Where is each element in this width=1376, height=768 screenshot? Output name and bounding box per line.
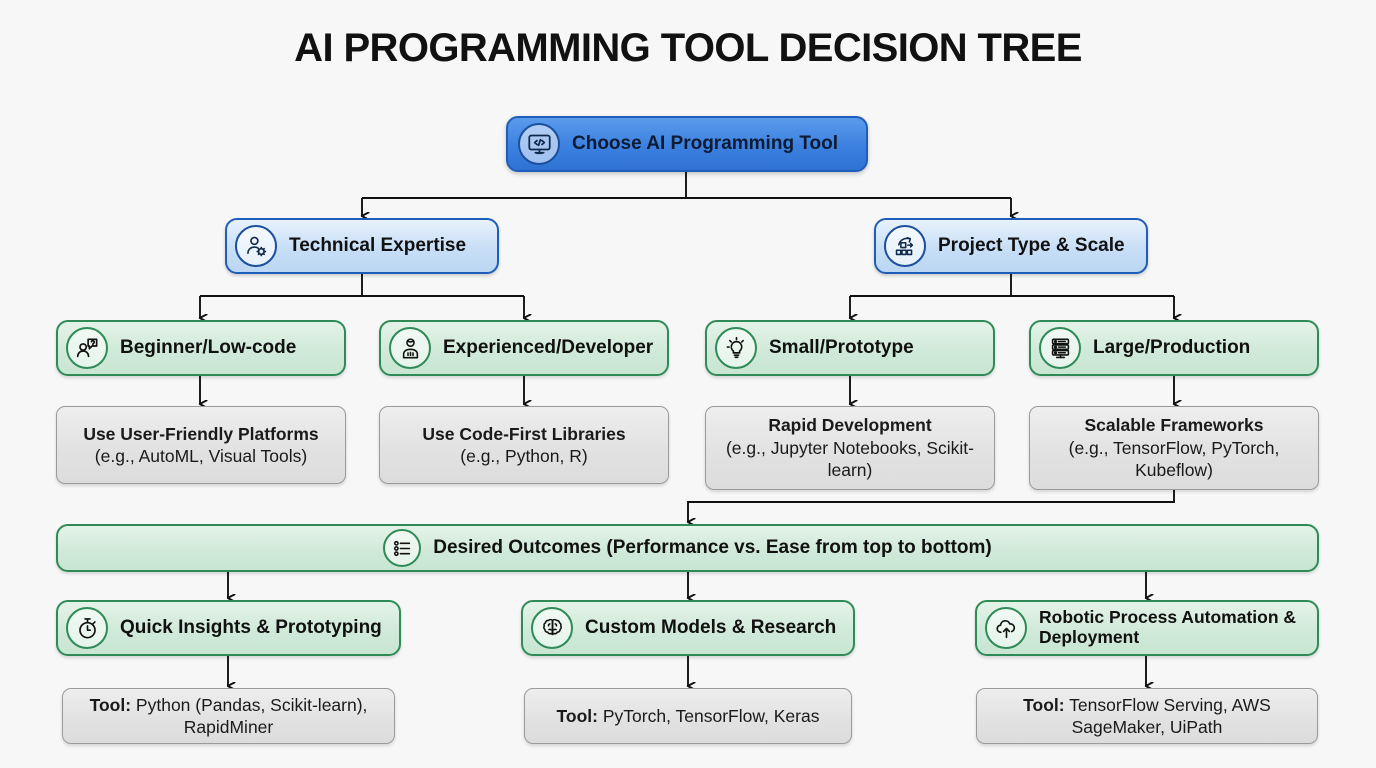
node-beginner-lowcode[interactable]: Beginner/Low-code bbox=[56, 320, 346, 376]
node-label: Project Type & Scale bbox=[938, 234, 1125, 256]
recommendation-text: Rapid Development (e.g., Jupyter Noteboo… bbox=[706, 414, 994, 481]
node-experienced-developer[interactable]: Experienced/Developer bbox=[379, 320, 669, 376]
tool-box-custom-models: Tool: PyTorch, TensorFlow, Keras bbox=[524, 688, 852, 744]
node-label: Large/Production bbox=[1093, 336, 1251, 358]
tool-value: TensorFlow Serving, AWS SageMaker, UiPat… bbox=[1069, 694, 1271, 737]
recommendation-headline: Use Code-First Libraries bbox=[422, 423, 626, 444]
recommendation-scalable-frameworks: Scalable Frameworks (e.g., TensorFlow, P… bbox=[1029, 406, 1319, 490]
recommendation-user-friendly-platforms: Use User-Friendly Platforms (e.g., AutoM… bbox=[56, 406, 346, 484]
node-quick-insights-prototyping[interactable]: Quick Insights & Prototyping bbox=[56, 600, 401, 656]
tool-text: Tool: TensorFlow Serving, AWS SageMaker,… bbox=[977, 694, 1317, 739]
page-title: AI PROGRAMMING TOOL DECISION TREE bbox=[294, 26, 1082, 70]
node-label: Small/Prototype bbox=[769, 336, 914, 358]
brain-icon bbox=[531, 607, 573, 649]
node-small-prototype[interactable]: Small/Prototype bbox=[705, 320, 995, 376]
monitor-code-icon bbox=[518, 123, 560, 165]
recommendation-code-first-libraries: Use Code-First Libraries (e.g., Python, … bbox=[379, 406, 669, 484]
developer-icon bbox=[389, 327, 431, 369]
stopwatch-icon bbox=[66, 607, 108, 649]
user-question-icon bbox=[66, 327, 108, 369]
tool-text: Tool: Python (Pandas, Scikit-learn), Rap… bbox=[63, 694, 394, 739]
tool-prefix: Tool: bbox=[556, 705, 598, 726]
lightbulb-icon bbox=[715, 327, 757, 369]
node-large-production[interactable]: Large/Production bbox=[1029, 320, 1319, 376]
tool-text: Tool: PyTorch, TensorFlow, Keras bbox=[525, 705, 851, 727]
server-icon bbox=[1039, 327, 1081, 369]
node-label: Choose AI Programming Tool bbox=[572, 132, 839, 154]
recommendation-headline: Use User-Friendly Platforms bbox=[83, 423, 319, 444]
tool-value: PyTorch, TensorFlow, Keras bbox=[602, 705, 820, 726]
user-gear-icon bbox=[235, 225, 277, 267]
node-label: Desired Outcomes (Performance vs. Ease f… bbox=[433, 536, 992, 558]
recommendation-text: Scalable Frameworks (e.g., TensorFlow, P… bbox=[1030, 414, 1318, 481]
tool-prefix: Tool: bbox=[89, 694, 132, 715]
recommendation-headline: Scalable Frameworks bbox=[1084, 415, 1264, 436]
tool-value: Python (Pandas, Scikit-learn), RapidMine… bbox=[135, 694, 368, 737]
recommendation-text: Use User-Friendly Platforms (e.g., AutoM… bbox=[57, 423, 345, 468]
node-label: Quick Insights & Prototyping bbox=[120, 616, 382, 638]
tool-prefix: Tool: bbox=[1023, 694, 1065, 715]
node-label: Robotic Process Automation & Deployment bbox=[1039, 607, 1297, 647]
node-root-choose-tool[interactable]: Choose AI Programming Tool bbox=[506, 116, 868, 172]
recommendation-text: Use Code-First Libraries (e.g., Python, … bbox=[380, 423, 668, 468]
node-project-type-scale[interactable]: Project Type & Scale bbox=[874, 218, 1148, 274]
tool-box-quick-insights: Tool: Python (Pandas, Scikit-learn), Rap… bbox=[62, 688, 395, 744]
recommendation-detail: (e.g., Jupyter Notebooks, Scikit-learn) bbox=[725, 437, 975, 481]
node-robotic-process-automation[interactable]: Robotic Process Automation & Deployment bbox=[975, 600, 1319, 656]
node-label: Experienced/Developer bbox=[443, 336, 654, 358]
tool-box-robotic-process: Tool: TensorFlow Serving, AWS SageMaker,… bbox=[976, 688, 1318, 744]
recommendation-detail: (e.g., Python, R) bbox=[460, 446, 588, 466]
node-custom-models-research[interactable]: Custom Models & Research bbox=[521, 600, 855, 656]
node-technical-expertise[interactable]: Technical Expertise bbox=[225, 218, 499, 274]
cloud-upload-icon bbox=[985, 607, 1027, 649]
recommendation-detail: (e.g., TensorFlow, PyTorch, Kubeflow) bbox=[1068, 437, 1280, 481]
recommendation-detail: (e.g., AutoML, Visual Tools) bbox=[94, 446, 308, 466]
node-label: Technical Expertise bbox=[289, 234, 467, 256]
recommendation-headline: Rapid Development bbox=[768, 415, 932, 436]
node-desired-outcomes-bar[interactable]: Desired Outcomes (Performance vs. Ease f… bbox=[56, 524, 1319, 572]
recommendation-rapid-development: Rapid Development (e.g., Jupyter Noteboo… bbox=[705, 406, 995, 490]
node-label: Custom Models & Research bbox=[585, 616, 837, 638]
checklist-icon bbox=[383, 529, 422, 567]
node-label: Beginner/Low-code bbox=[120, 336, 297, 358]
scale-blocks-icon bbox=[884, 225, 926, 267]
